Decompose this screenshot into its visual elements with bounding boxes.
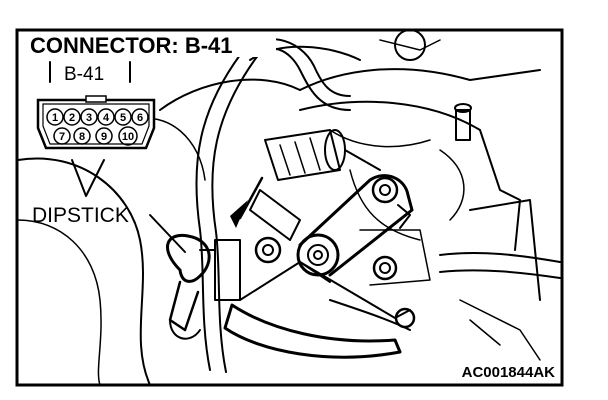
pin-10: 10 <box>122 131 134 143</box>
pins-bottom-row: 7 8 9 10 <box>53 126 138 146</box>
pin-6: 6 <box>137 112 143 124</box>
engine-illustration <box>17 29 561 386</box>
connector-label-group: B-41 <box>49 61 131 85</box>
dipstick-arrow <box>230 200 248 228</box>
figure-frame <box>15 28 564 387</box>
connector-label: B-41 <box>64 64 104 85</box>
connector-face: 1 2 3 4 5 6 7 8 9 10 <box>36 95 156 150</box>
dipstick-label: DIPSTICK <box>32 204 129 227</box>
pin-4: 4 <box>103 112 110 124</box>
pin-8: 8 <box>79 131 85 143</box>
pin-7: 7 <box>59 131 65 143</box>
pin-5: 5 <box>120 112 126 124</box>
connector-title: CONNECTOR: B-41 <box>30 33 233 58</box>
figure-code: AC001844AK <box>462 364 556 381</box>
pin-1: 1 <box>52 112 58 124</box>
pins-top-row: 1 2 3 4 5 6 <box>46 108 149 126</box>
pin-3: 3 <box>86 112 92 124</box>
pin-9: 9 <box>101 131 107 143</box>
code-backing <box>430 361 558 381</box>
pin-2: 2 <box>69 112 75 124</box>
title-backing <box>26 33 276 57</box>
